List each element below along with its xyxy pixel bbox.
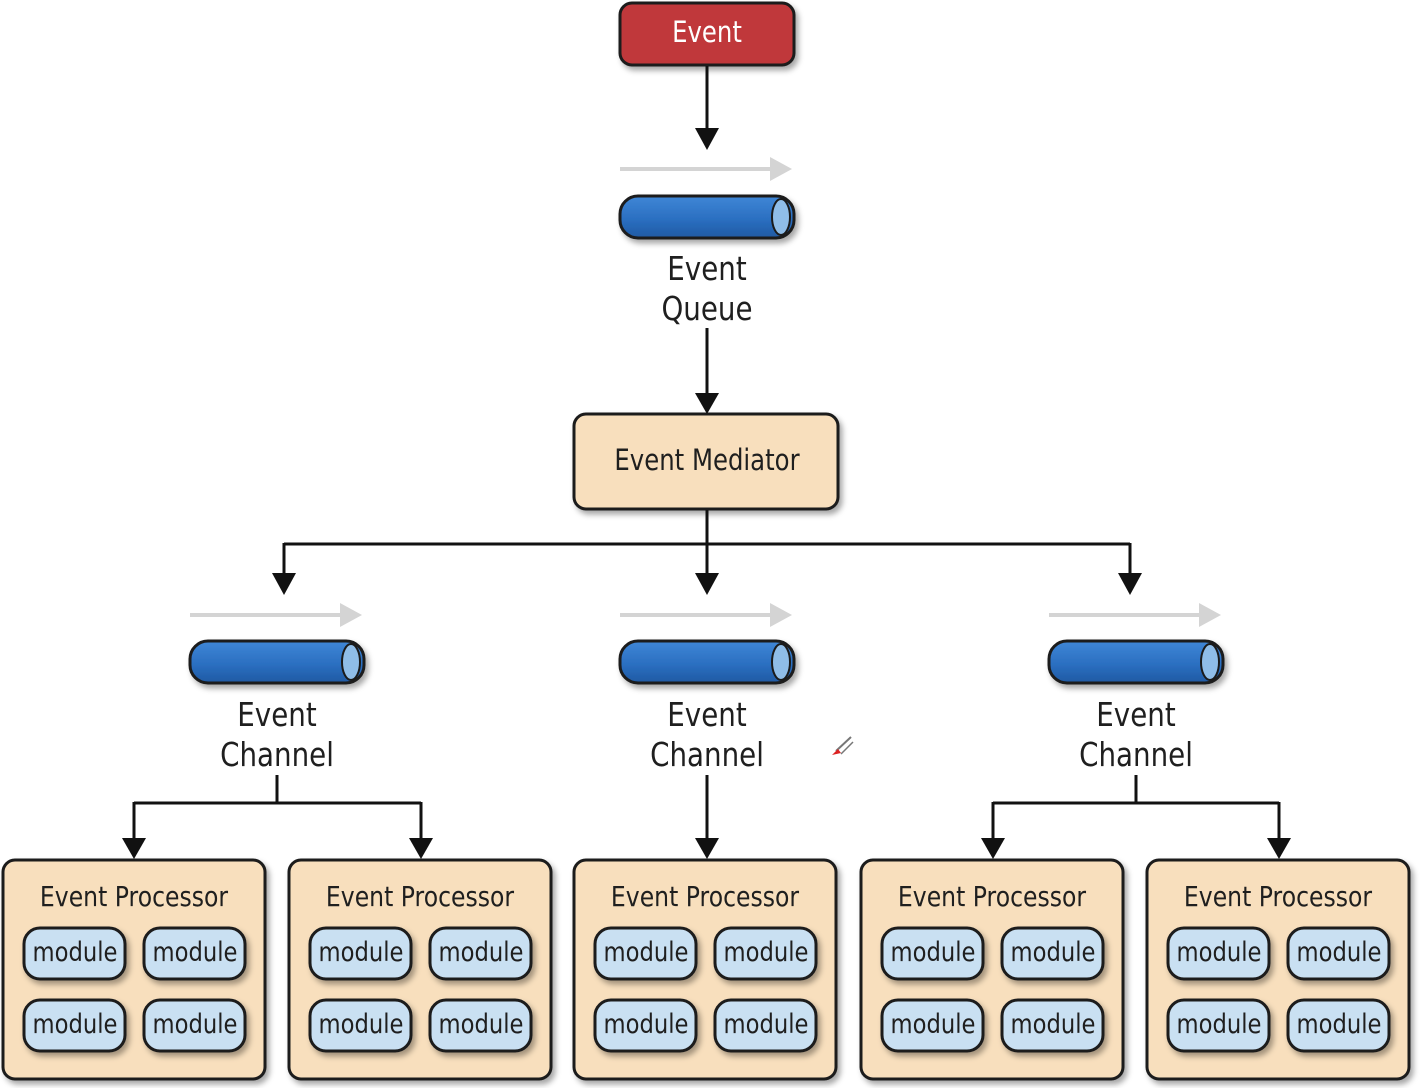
module-pill: [308, 998, 413, 1053]
event-channel-1-label: Event Channel: [220, 695, 334, 775]
module-label: module: [723, 937, 808, 968]
module-label: module: [723, 1009, 808, 1040]
event-queue-label-line1: Event: [667, 249, 747, 288]
module-label: module: [152, 1009, 237, 1040]
module-pill: [308, 926, 413, 981]
event-box: [618, 1, 796, 67]
module-label: module: [1296, 937, 1381, 968]
module-label: module: [318, 1009, 403, 1040]
module-label: module: [32, 937, 117, 968]
connector-queue-to-mediator: [695, 328, 719, 414]
module-label: module: [318, 937, 403, 968]
event-processor-2: [287, 858, 553, 1081]
event-processors: [1, 858, 1411, 1081]
module-label: module: [890, 1009, 975, 1040]
module-label: module: [1010, 937, 1095, 968]
event-channel-2-label-line1: Event: [667, 695, 747, 734]
module-pill: [1000, 926, 1105, 981]
event-channel-1-label-line2: Channel: [220, 735, 334, 774]
module-label: module: [438, 1009, 523, 1040]
module-pill: [142, 998, 247, 1053]
module-label: module: [438, 937, 523, 968]
event-processor-title: Event Processor: [325, 880, 515, 913]
event-processor-3: [572, 858, 838, 1081]
connector-channel-1-to-processors: [122, 775, 433, 859]
event-queue-label-line2: Queue: [661, 289, 753, 328]
module-label: module: [890, 937, 975, 968]
module-pill: [713, 998, 818, 1053]
module-label: module: [1176, 937, 1261, 968]
module-pill: [22, 926, 127, 981]
event-processor-4: [859, 858, 1125, 1081]
module-label: module: [152, 937, 237, 968]
event-processor-1: [1, 858, 267, 1081]
event-channel-3-label-line1: Event: [1096, 695, 1176, 734]
module-pill: [1000, 998, 1105, 1053]
module-pill: [22, 998, 127, 1053]
module-pill: [428, 926, 533, 981]
module-pill: [713, 926, 818, 981]
event-channel-1-tube: [188, 639, 366, 685]
flow-arrow-channel-3: [1049, 603, 1221, 627]
flow-arrow-queue: [620, 157, 792, 181]
module-pill: [142, 926, 247, 981]
event-queue-tube: [618, 194, 796, 240]
event-processor-title: Event Processor: [897, 880, 1087, 913]
connector-channel-3-to-processors: [981, 775, 1291, 859]
event-queue-label: Event Queue: [661, 249, 752, 329]
module-pill: [428, 998, 533, 1053]
event-channel-3-tube: [1047, 639, 1225, 685]
module-label: module: [1176, 1009, 1261, 1040]
module-pill: [1166, 926, 1271, 981]
event-processor-title: Event Processor: [610, 880, 800, 913]
module-label: module: [1010, 1009, 1095, 1040]
event-channel-2-label-line2: Channel: [650, 735, 764, 774]
event-channel-2-tube: [618, 639, 796, 685]
module-pill: [593, 926, 698, 981]
module-pill: [1286, 926, 1391, 981]
event-channel-1-label-line1: Event: [237, 695, 317, 734]
module-pill: [880, 926, 985, 981]
flow-arrow-channel-1: [190, 603, 362, 627]
event-processor-title: Event Processor: [39, 880, 229, 913]
module-label: module: [603, 937, 688, 968]
event-mediator-box: [572, 412, 840, 511]
module-pill: [1286, 998, 1391, 1053]
module-label: module: [32, 1009, 117, 1040]
module-label: module: [1296, 1009, 1381, 1040]
event-channel-2-label: Event Channel: [650, 695, 764, 775]
connector-event-to-queue: [695, 66, 719, 150]
pen-cursor-icon: [832, 736, 854, 755]
event-channel-3-label-line2: Channel: [1079, 735, 1193, 774]
event-processor-5: [1145, 858, 1411, 1081]
connector-channel-2-to-processor: [695, 775, 719, 859]
event-channel-3-label: Event Channel: [1079, 695, 1193, 775]
module-pill: [1166, 998, 1271, 1053]
event-mediator-label: Event Mediator: [614, 443, 800, 477]
module-pill: [593, 998, 698, 1053]
connector-mediator-to-channels: [272, 510, 1142, 595]
flow-arrow-channel-2: [620, 603, 792, 627]
module-label: module: [603, 1009, 688, 1040]
module-pill: [880, 998, 985, 1053]
event-label: Event: [672, 15, 742, 49]
event-processor-title: Event Processor: [1183, 880, 1373, 913]
